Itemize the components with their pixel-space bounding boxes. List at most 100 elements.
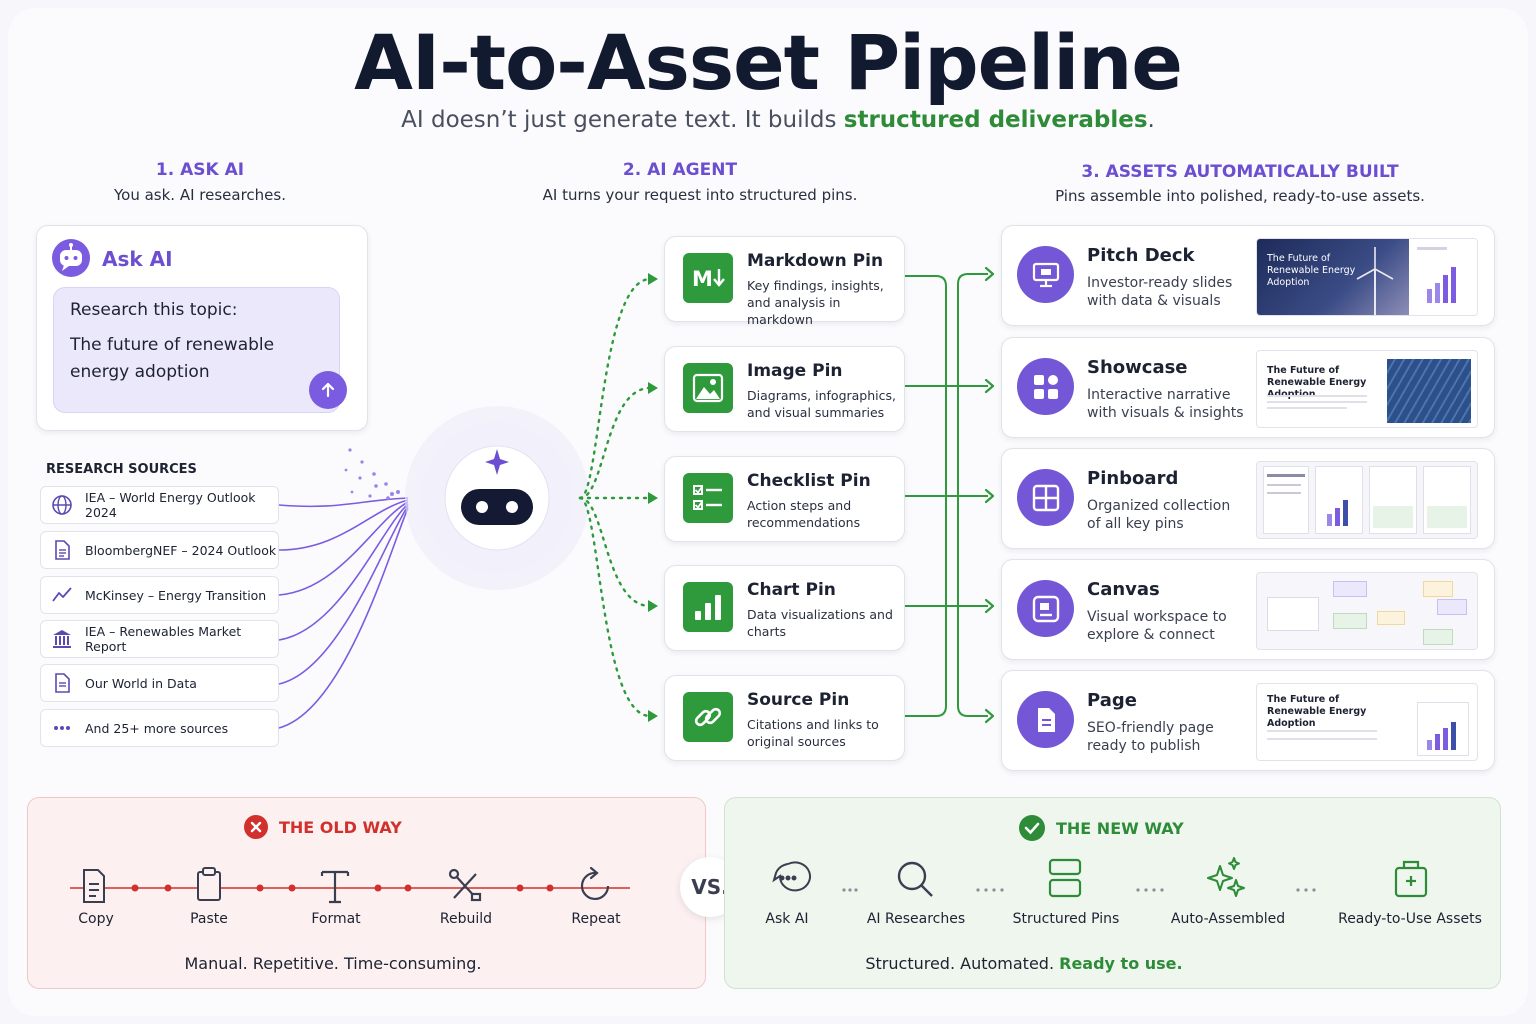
source-item[interactable]: BloombergNEF – 2024 Outlook xyxy=(40,531,279,569)
pin-title: Checklist Pin xyxy=(747,471,871,491)
chatbot-icon xyxy=(52,239,90,277)
asset-title: Pinboard xyxy=(1087,468,1179,489)
pin-description: Data visualizations and charts xyxy=(747,607,893,639)
package-icon xyxy=(1394,860,1428,898)
source-label: And 25+ more sources xyxy=(85,720,229,736)
pin-card-checklist[interactable]: Checklist Pin Action steps and recommend… xyxy=(664,456,905,542)
trend-line-icon xyxy=(52,587,72,602)
source-label: McKinsey – Energy Transition xyxy=(85,587,267,603)
source-item[interactable]: McKinsey – Energy Transition xyxy=(40,576,279,614)
new-way-heading-label: THE NEW WAY xyxy=(1056,818,1184,838)
old-way-flow xyxy=(70,866,630,904)
prompt-line-1: Research this topic: xyxy=(70,300,238,320)
new-way-flow xyxy=(772,857,1428,898)
new-step-label: AI Researches xyxy=(866,911,966,927)
presentation-icon xyxy=(1017,246,1074,303)
asset-card-pinboard[interactable]: Pinboard Organized collection of all key… xyxy=(1001,448,1495,549)
pin-description: Action steps and recommendations xyxy=(747,498,861,530)
apps-grid-icon xyxy=(1017,358,1074,415)
asset-preview: The Future of Renewable Energy Adoption xyxy=(1256,350,1478,428)
text-format-icon xyxy=(320,870,350,904)
link-icon xyxy=(683,692,733,742)
source-item[interactable]: And 25+ more sources xyxy=(40,709,279,747)
new-step-label: Auto-Assembled xyxy=(1170,911,1286,927)
tools-icon xyxy=(448,868,482,902)
asset-card-pitch-deck[interactable]: Pitch Deck Investor-ready slides with da… xyxy=(1001,225,1495,326)
asset-title: Pitch Deck xyxy=(1087,245,1195,266)
asset-description: Interactive narrative with visuals & ins… xyxy=(1087,387,1244,421)
old-step-label: Paste xyxy=(190,911,228,927)
preview-title: The Future of Renewable Energy Adoption xyxy=(1267,365,1367,400)
asset-description: Organized collection of all key pins xyxy=(1087,498,1231,532)
pin-description: Key findings, insights, and analysis in … xyxy=(747,278,884,327)
asset-card-page[interactable]: Page SEO-friendly page ready to publish … xyxy=(1001,670,1495,771)
bank-icon xyxy=(53,630,71,648)
copy-icon xyxy=(83,869,105,903)
globe-icon xyxy=(52,495,72,515)
old-step-label: Format xyxy=(311,911,361,927)
pin-description: Citations and links to original sources xyxy=(747,717,879,749)
page-icon xyxy=(1017,691,1074,748)
old-step-label: Rebuild xyxy=(439,911,493,927)
pin-card-source[interactable]: Source Pin Citations and links to origin… xyxy=(664,675,905,761)
preview-title: The Future of Renewable Energy Adoption xyxy=(1267,694,1367,729)
new-way-tagline: Structured. Automated. Ready to use. xyxy=(724,954,1324,973)
asset-preview: The Future of Renewable Energy Adoption xyxy=(1256,683,1478,761)
asset-preview xyxy=(1256,572,1478,650)
asset-card-canvas[interactable]: Canvas Visual workspace to explore & con… xyxy=(1001,559,1495,660)
error-x-icon xyxy=(244,815,268,839)
stack-icon xyxy=(1048,858,1082,898)
check-circle-icon xyxy=(1019,815,1045,841)
new-way-heading: THE NEW WAY xyxy=(1018,814,1184,842)
ai-agent-robot-icon xyxy=(461,449,533,525)
pin-card-chart[interactable]: Chart Pin Data visualizations and charts xyxy=(664,565,905,651)
new-step-label: Structured Pins xyxy=(1012,911,1120,927)
more-dots-icon xyxy=(54,726,70,730)
asset-title: Page xyxy=(1087,690,1137,711)
source-label: Our World in Data xyxy=(85,675,197,691)
old-way-heading-label: THE OLD WAY xyxy=(279,817,402,837)
document-icon xyxy=(55,673,70,693)
pin-card-markdown[interactable]: M Markdown Pin Key findings, insights, a… xyxy=(664,236,905,327)
new-way-tagline-prefix: Structured. Automated. xyxy=(865,954,1060,973)
pin-card-image[interactable]: Image Pin Diagrams, infographics, and vi… xyxy=(664,346,905,432)
checklist-icon xyxy=(683,473,733,523)
column-2-subtitle: AI turns your request into structured pi… xyxy=(542,186,858,204)
board-grid-icon xyxy=(1017,469,1074,526)
prompt-line-2: The future of renewable energy adoption xyxy=(70,335,275,382)
sparkles-icon xyxy=(1207,857,1245,897)
pin-title: Image Pin xyxy=(747,361,843,381)
page-title: AI-to-Asset Pipeline xyxy=(354,18,1183,107)
asset-description: Visual workspace to explore & connect xyxy=(1087,609,1227,643)
column-3-title: 3. ASSETS AUTOMATICALLY BUILT xyxy=(1081,162,1399,182)
bar-chart-icon xyxy=(683,582,733,632)
source-label: BloombergNEF – 2024 Outlook xyxy=(85,542,277,558)
prompt-input[interactable]: Research this topic: The future of renew… xyxy=(53,287,340,413)
new-way-panel xyxy=(724,797,1501,989)
source-item[interactable]: IEA – World Energy Outlook 2024 xyxy=(40,486,279,524)
repeat-icon xyxy=(580,866,610,901)
send-button[interactable] xyxy=(309,371,347,409)
source-item[interactable]: IEA – Renewables Market Report xyxy=(40,620,279,658)
asset-title: Showcase xyxy=(1087,357,1188,378)
research-sources-title: RESEARCH SOURCES xyxy=(46,462,197,477)
source-label: IEA – Renewables Market Report xyxy=(85,624,242,654)
old-step-label: Copy xyxy=(78,911,114,927)
column-1-subtitle: You ask. AI researches. xyxy=(113,186,286,204)
chat-bubble-icon xyxy=(772,861,811,892)
source-item[interactable]: Our World in Data xyxy=(40,664,279,702)
column-2-title: 2. AI AGENT xyxy=(622,160,738,180)
subtitle-highlight: structured deliverables xyxy=(843,107,1148,133)
old-step-label: Repeat xyxy=(571,911,621,927)
pin-title: Chart Pin xyxy=(747,580,836,600)
svg-text:M: M xyxy=(692,267,713,291)
asset-description: Investor-ready slides with data & visual… xyxy=(1087,275,1233,309)
pin-description: Diagrams, infographics, and visual summa… xyxy=(747,388,896,420)
subtitle-prefix: AI doesn’t just generate text. It builds xyxy=(401,107,844,133)
asset-preview xyxy=(1256,461,1478,539)
column-1-title: 1. ASK AI xyxy=(155,160,245,180)
new-step-label: Ask AI xyxy=(765,911,809,927)
asset-description: SEO-friendly page ready to publish xyxy=(1087,720,1214,754)
pin-title: Markdown Pin xyxy=(747,251,884,271)
asset-card-showcase[interactable]: Showcase Interactive narrative with visu… xyxy=(1001,337,1495,438)
